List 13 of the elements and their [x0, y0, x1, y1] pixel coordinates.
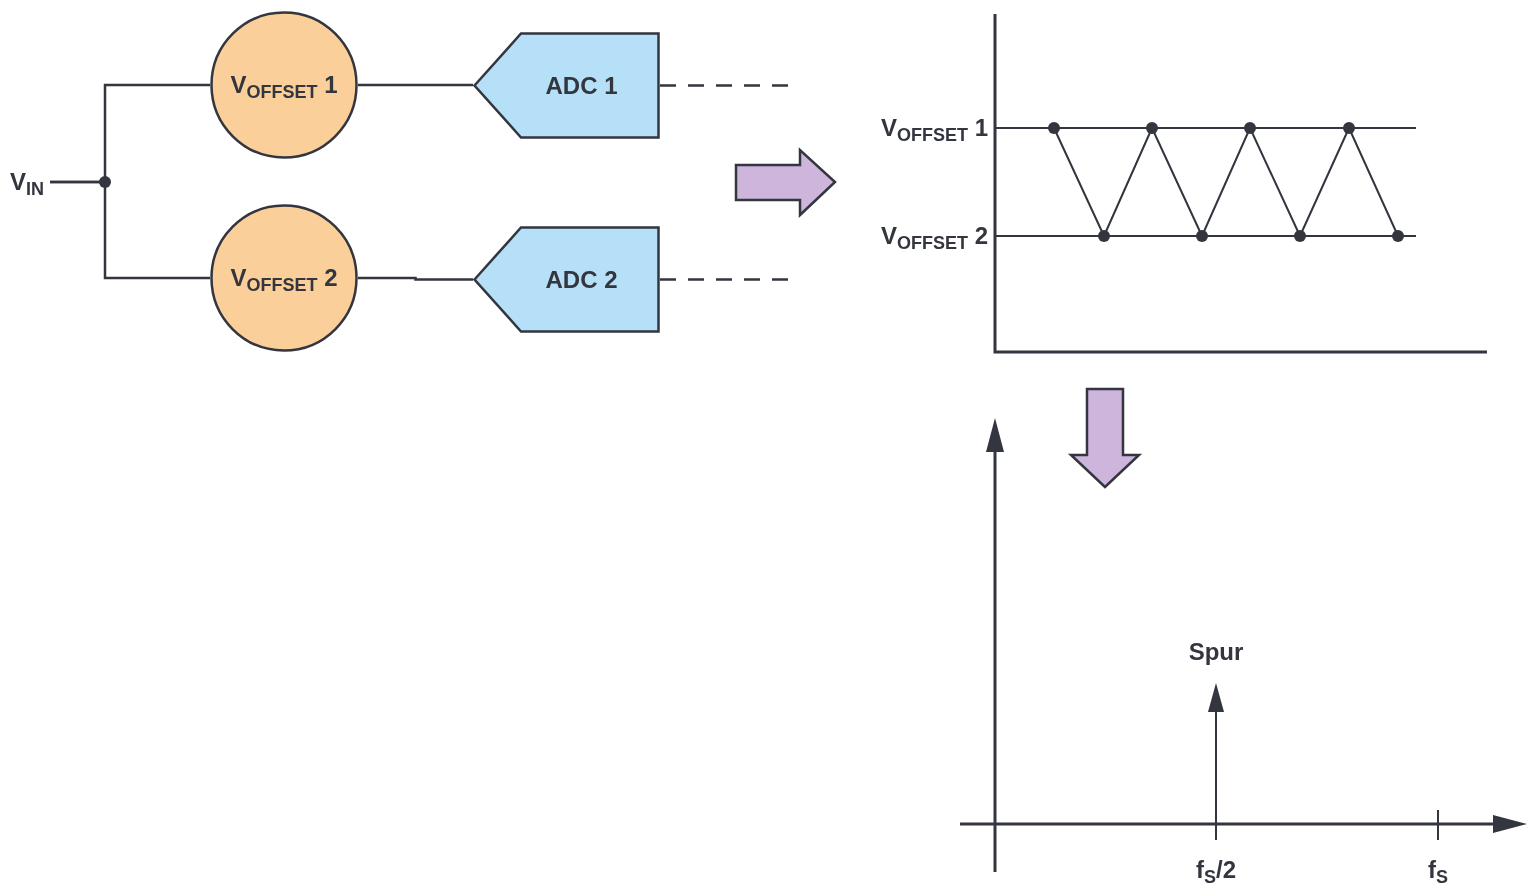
offset-source-circle: V$_{OFFSET}$ 1 — [210, 11, 358, 159]
tick-label: f$_{S}$/2 — [1195, 855, 1237, 888]
spur-label: Spur — [1187, 637, 1245, 667]
adc-block: ADC 2 — [473, 226, 660, 333]
wire — [50, 180, 210, 280]
wire — [358, 276, 473, 281]
axis-label: V$_{OFFSET}$ 2 — [879, 221, 988, 254]
tick-label: f$_{S}$ — [1427, 855, 1449, 888]
axis-label: V$_{OFFSET}$ 1 — [879, 113, 988, 146]
signal-label: V$_{IN}$ — [4, 164, 50, 200]
wire — [358, 83, 473, 87]
offset-source-circle: V$_{OFFSET}$ 2 — [210, 204, 358, 352]
adc-block: ADC 1 — [473, 32, 660, 139]
